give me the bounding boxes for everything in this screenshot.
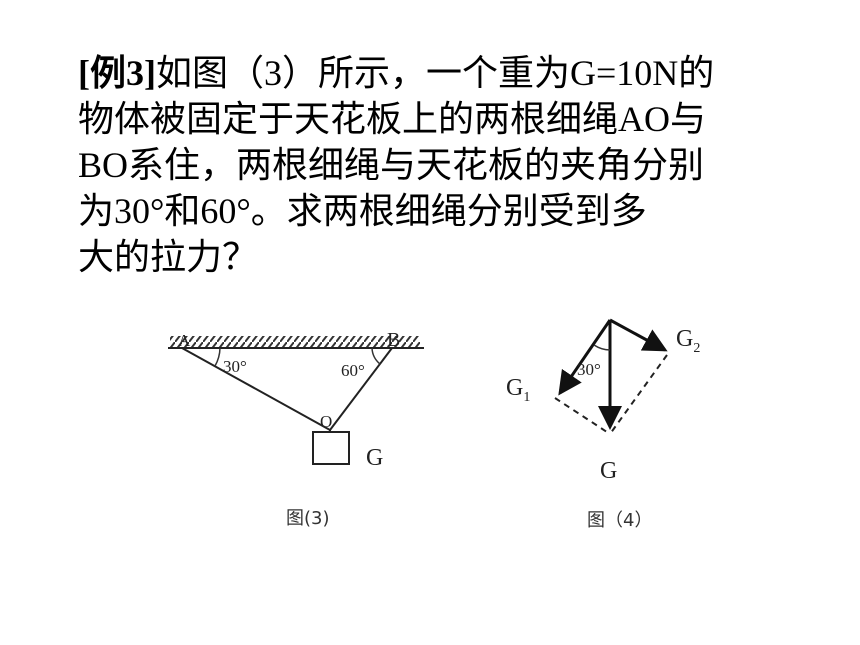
weight-box bbox=[312, 431, 350, 465]
rope-bo bbox=[329, 347, 393, 431]
angle-label-60: 60° bbox=[341, 361, 365, 380]
ceiling-hatching bbox=[170, 336, 420, 348]
label-b: B bbox=[387, 329, 400, 351]
label-a: A bbox=[178, 331, 191, 350]
vector-g1 bbox=[558, 319, 612, 396]
angle-label-30-fig4: 30° bbox=[577, 360, 601, 379]
label-g1: G1 bbox=[506, 375, 530, 405]
label-g2: G2 bbox=[676, 326, 700, 356]
angle-arc-b bbox=[371, 347, 381, 365]
vector-g2 bbox=[609, 318, 668, 352]
problem-line-4: 为30°和60°。求两根细绳分别受到多 bbox=[78, 191, 647, 231]
caption-figure-3: 图(3) bbox=[286, 508, 330, 529]
angle-arc-30 bbox=[593, 344, 611, 351]
figure-3: A B O G 30° 60° 图(3) bbox=[168, 329, 424, 529]
label-g-vector: G bbox=[600, 458, 617, 484]
label-g-weight: G bbox=[366, 445, 383, 471]
problem-text: [例3]如图（3）所示，一个重为G=10N的 物体被固定于天花板上的两根细绳AO… bbox=[78, 50, 778, 280]
dashed-g1-to-g bbox=[554, 397, 611, 435]
dashed-g2-to-g bbox=[609, 354, 668, 435]
label-o: O bbox=[320, 412, 332, 431]
figure-4: 30° G1 G2 G 图（4） bbox=[506, 318, 700, 531]
angle-label-30: 30° bbox=[223, 357, 247, 376]
problem-line-2: 物体被固定于天花板上的两根细绳AO与 bbox=[78, 99, 706, 139]
example-tag: [例3] bbox=[78, 53, 156, 93]
angle-arc-a bbox=[214, 347, 221, 367]
problem-line-5: 大的拉力？ bbox=[78, 237, 259, 277]
rope-ao bbox=[181, 347, 331, 431]
problem-line-3: BO系住，两根细绳与天花板的夹角分别 bbox=[78, 145, 705, 185]
caption-figure-4: 图（4） bbox=[587, 510, 652, 531]
problem-line-1-text: 如图（3）所示，一个重为G=10N的 bbox=[155, 53, 715, 93]
problem-line-1: [例3]如图（3）所示，一个重为G=10N的 bbox=[78, 50, 778, 96]
